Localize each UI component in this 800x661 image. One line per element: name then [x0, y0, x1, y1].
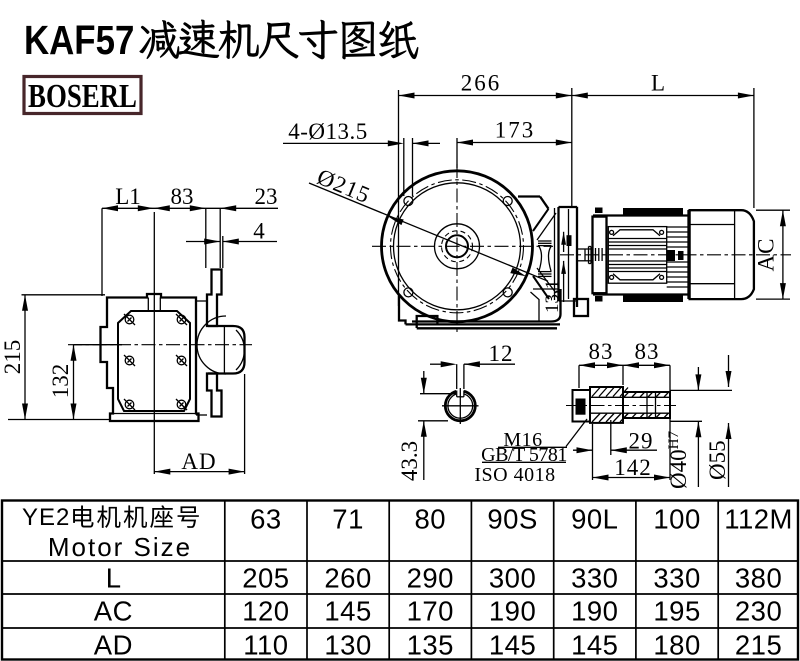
svg-text:145: 145	[489, 629, 536, 660]
svg-text:142: 142	[614, 455, 652, 480]
svg-text:195: 195	[653, 596, 700, 627]
svg-text:173: 173	[495, 118, 536, 143]
svg-text:83: 83	[635, 339, 660, 364]
svg-text:330: 330	[571, 563, 618, 594]
svg-text:120: 120	[242, 596, 289, 627]
svg-text:AD: AD	[181, 449, 216, 474]
svg-text:330: 330	[653, 563, 700, 594]
svg-text:23: 23	[255, 184, 278, 209]
svg-text:300: 300	[489, 563, 536, 594]
svg-text:71: 71	[332, 504, 364, 535]
svg-text:L1: L1	[115, 184, 141, 209]
svg-text:Ø215: Ø215	[314, 164, 374, 208]
svg-text:83: 83	[589, 339, 614, 364]
svg-text:AC: AC	[94, 596, 133, 627]
svg-text:110: 110	[243, 629, 288, 660]
svg-text:80: 80	[415, 504, 447, 535]
svg-text:145: 145	[571, 629, 618, 660]
svg-text:380: 380	[735, 563, 782, 594]
svg-text:43.3: 43.3	[397, 441, 422, 481]
svg-text:100: 100	[653, 504, 700, 535]
svg-text:215: 215	[0, 340, 25, 375]
svg-text:63: 63	[250, 504, 282, 535]
svg-text:Ø55: Ø55	[705, 440, 730, 480]
svg-text:145: 145	[324, 596, 371, 627]
svg-text:190: 190	[489, 596, 536, 627]
svg-text:4-Ø13.5: 4-Ø13.5	[288, 119, 368, 144]
svg-text:L: L	[106, 563, 121, 594]
svg-text:290: 290	[407, 563, 454, 594]
svg-text:260: 260	[324, 563, 371, 594]
svg-text:L: L	[651, 71, 665, 96]
svg-text:205: 205	[242, 563, 289, 594]
svg-text:90S: 90S	[487, 504, 537, 535]
svg-text:112M: 112M	[724, 504, 793, 535]
svg-text:AD: AD	[94, 629, 133, 660]
svg-text:AC: AC	[754, 238, 779, 272]
svg-text:ISO 4018: ISO 4018	[474, 464, 555, 486]
svg-text:230: 230	[735, 596, 782, 627]
svg-text:190: 190	[571, 596, 618, 627]
svg-text:180: 180	[653, 629, 700, 660]
svg-text:29: 29	[629, 429, 654, 454]
svg-text:13.1: 13.1	[542, 280, 563, 313]
svg-text:BOSERL: BOSERL	[28, 77, 137, 115]
svg-text:Ø40H7: Ø40H7	[666, 431, 691, 489]
svg-text:132: 132	[48, 364, 73, 399]
svg-text:266: 266	[461, 71, 502, 96]
svg-text:YE2: YE2	[22, 504, 70, 531]
svg-text:12: 12	[489, 341, 514, 366]
svg-text:135: 135	[407, 629, 454, 660]
svg-text:M16: M16	[503, 429, 542, 451]
svg-text:83: 83	[171, 184, 194, 209]
svg-text:170: 170	[407, 596, 454, 627]
svg-text:GB/T 5781: GB/T 5781	[481, 444, 567, 466]
svg-text:4: 4	[253, 219, 265, 244]
svg-text:90L: 90L	[571, 504, 618, 535]
svg-text:130: 130	[324, 629, 371, 660]
svg-text:Motor Size: Motor Size	[48, 532, 192, 562]
svg-text:KAF57: KAF57	[24, 18, 134, 63]
svg-text:215: 215	[735, 629, 782, 660]
